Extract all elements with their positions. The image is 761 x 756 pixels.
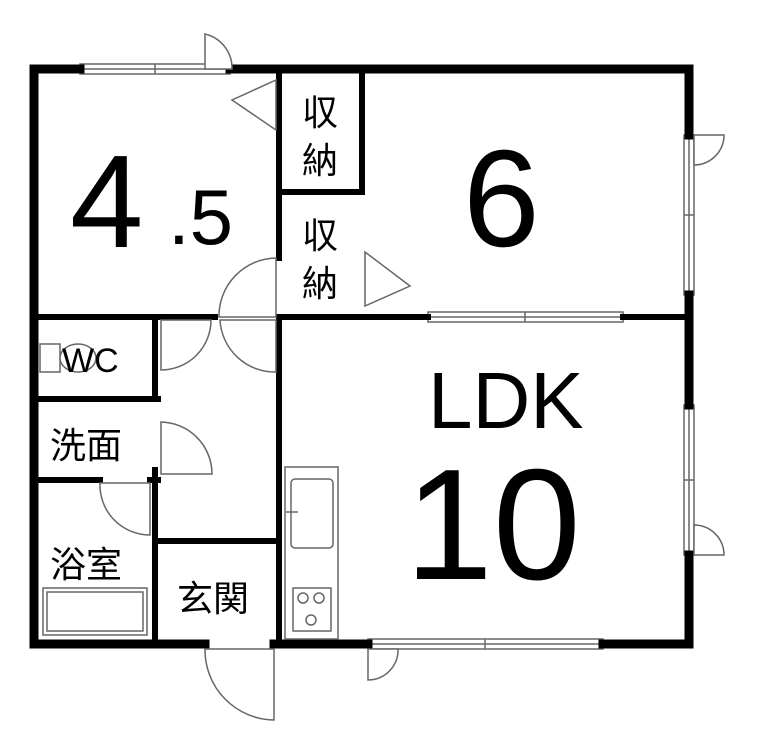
bathroom-label: 浴室	[50, 545, 122, 586]
room-4-5-size-int: 4	[70, 128, 143, 275]
kitchen-sink	[290, 478, 334, 549]
outer-walls	[29, 64, 694, 649]
window-right-room-6	[683, 134, 695, 296]
window-right-ldk	[683, 404, 695, 556]
ldk-size: 10	[405, 437, 581, 613]
storage-1-label-top: 収	[302, 93, 338, 134]
interior-walls	[31, 66, 692, 647]
burner-3	[305, 614, 317, 626]
closet-door-symbols	[230, 78, 412, 308]
room-6-size: 6	[463, 122, 540, 276]
room-4-5-size-frac: .5	[168, 173, 233, 261]
ldk-type-label: LDK	[428, 356, 584, 445]
washroom-label: 洗面	[50, 426, 122, 467]
door-swings	[99, 33, 725, 721]
kitchen-counter	[284, 466, 339, 640]
burner-1	[297, 592, 309, 604]
toilet-label: WC	[62, 342, 119, 380]
storage-2-label-bottom: 納	[302, 264, 338, 305]
window-interior-6-ldk	[427, 311, 624, 323]
storage-2-label-top: 収	[302, 216, 338, 257]
window-bottom-ldk	[367, 638, 604, 650]
toilet-fixture	[39, 343, 97, 373]
bathtub	[42, 587, 148, 636]
entrance-label: 玄関	[177, 579, 249, 620]
burner-2	[313, 592, 325, 604]
storage-1-label-bottom: 納	[302, 141, 338, 182]
